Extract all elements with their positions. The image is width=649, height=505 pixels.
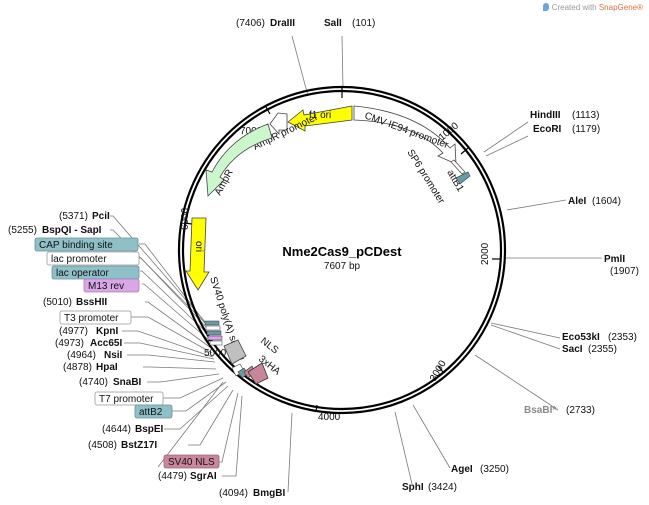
enzyme-bstz17i-pos: (4508)	[88, 440, 117, 451]
m13-rev-box	[83, 278, 140, 293]
ampr-promoter-arrow	[269, 112, 288, 136]
enzyme-kpni: KpnI	[96, 326, 118, 337]
3xha-arrow	[247, 362, 269, 385]
snapgene-logo-icon	[542, 3, 549, 11]
snapgene-credit: Created with SnapGene®	[542, 3, 643, 12]
plasmid-name: Nme2Cas9_pCDest	[282, 244, 402, 259]
enzyme-saci-pos: (2355)	[588, 344, 617, 355]
attb1-arrow	[455, 171, 471, 185]
enzyme-ecori-pos: (1179)	[572, 124, 600, 135]
tick-label-6000: 6000	[180, 207, 191, 230]
enzyme-hindiii: HindIII	[530, 110, 561, 121]
enzyme-kpni-pos: (4977)	[59, 326, 88, 337]
enzyme-draiii-pos: (7406)	[236, 18, 265, 29]
feature-boxes: CAP binding site lac promoter lac operat…	[34, 237, 220, 469]
t3-promoter-box	[59, 310, 132, 325]
enzyme-bsabi-pos: (2733)	[566, 405, 595, 416]
enzyme-pmli: PmlI	[604, 254, 625, 265]
m13-rev-label: M13 rev	[88, 281, 124, 292]
cap-binding-site-label: CAP binding site	[39, 240, 113, 251]
t7-promoter-label: T7 promoter	[99, 394, 154, 405]
f1-ori-label: f1 ori	[309, 110, 331, 121]
enzyme-bspqi-sapi: BspQI - SapI	[42, 225, 102, 236]
enzyme-sphi: SphI	[402, 482, 424, 493]
enzyme-bsshii: BssHII	[76, 297, 107, 308]
m13-rev-mark	[207, 335, 223, 341]
enzyme-pmli-pos: (1907)	[610, 266, 639, 277]
enzyme-sgrai-pos: (4479)	[158, 471, 187, 482]
enzyme-bstz17i: BstZ17I	[121, 440, 157, 451]
enzyme-bmgbi: BmgBI	[253, 488, 285, 499]
t3-promoter-mark	[209, 340, 223, 346]
enzyme-snabi-pos: (4740)	[79, 377, 108, 388]
enzyme-pcii: PciI	[92, 211, 110, 222]
enzyme-sali: SalI	[324, 18, 342, 29]
ampr-arrow	[205, 123, 273, 197]
sp6-promoter-arrow	[450, 159, 466, 175]
enzyme-saci: SacI	[562, 344, 583, 355]
tick-marks	[183, 87, 500, 413]
cap-binding-site-box	[34, 237, 139, 252]
nls-label: NLS	[258, 336, 280, 357]
ori-arrow	[185, 217, 210, 291]
lac-promoter-label: lac promoter	[51, 254, 107, 265]
enzyme-pcii-pos: (5371)	[59, 211, 88, 222]
sv40-nls-label: SV40 NLS	[168, 457, 215, 468]
tick-label-5000: 5000	[204, 348, 227, 359]
enzyme-nsii-pos: (4964)	[67, 350, 96, 361]
t3-promoter-label: T3 promoter	[64, 313, 119, 324]
enzyme-acc65i: Acc65I	[90, 338, 122, 349]
enzyme-bspei: BspEI	[135, 424, 164, 435]
cap-binding-site-mark	[204, 320, 220, 326]
attb2-box	[134, 404, 173, 419]
enzyme-hindiii-pos: (1113)	[572, 110, 599, 121]
enzyme-alei-pos: (1604)	[592, 196, 621, 207]
tick-label-2000: 2000	[480, 242, 491, 265]
sv40-polya-block	[223, 339, 247, 365]
small-feature-cluster	[204, 320, 269, 385]
enzyme-nsii: NsiI	[104, 350, 123, 361]
plasmid-size: 7607 bp	[324, 261, 361, 272]
enzyme-sgrai: SgrAI	[190, 471, 217, 482]
enzyme-hpai-pos: (4878)	[63, 362, 92, 373]
lac-operator-label: lac operator	[56, 268, 109, 279]
lac-promoter-box	[46, 251, 140, 266]
f1-ori-arrow	[287, 105, 353, 132]
enzyme-hpai: HpaI	[96, 362, 118, 373]
enzyme-eco53ki: Eco53kI	[562, 332, 600, 343]
attb2-label: attB2	[139, 407, 163, 418]
enzyme-snabi: SnaBI	[113, 377, 142, 388]
enzyme-bsshii-pos: (5010)	[43, 297, 72, 308]
lac-operator-mark	[206, 330, 222, 336]
enzyme-acc65i-pos: (4973)	[55, 338, 84, 349]
enzyme-bmgbi-pos: (4094)	[219, 488, 248, 499]
ori-label: ori	[193, 241, 204, 252]
enzyme-ecori: EcoRI	[533, 124, 562, 135]
tick-label-4000: 4000	[318, 412, 341, 423]
enzyme-agei: AgeI	[451, 464, 473, 475]
sv40-nls-box	[163, 454, 220, 469]
lac-promoter-mark	[205, 325, 221, 331]
t7-promoter-box	[94, 391, 164, 406]
enzyme-bsabi: BsaBI*	[524, 405, 556, 416]
enzyme-draiii: DraIII	[270, 18, 295, 29]
enzyme-bspqi-sapi-pos: (5255)	[8, 225, 37, 236]
enzyme-sphi-pos: (3424)	[428, 482, 457, 493]
enzyme-alei: AleI	[568, 196, 587, 207]
enzyme-agei-pos: (3250)	[480, 464, 509, 475]
enzyme-sali-pos: (101)	[352, 18, 375, 29]
enzyme-bspei-pos: (4644)	[102, 424, 131, 435]
enzyme-eco53ki-pos: (2353)	[608, 332, 637, 343]
